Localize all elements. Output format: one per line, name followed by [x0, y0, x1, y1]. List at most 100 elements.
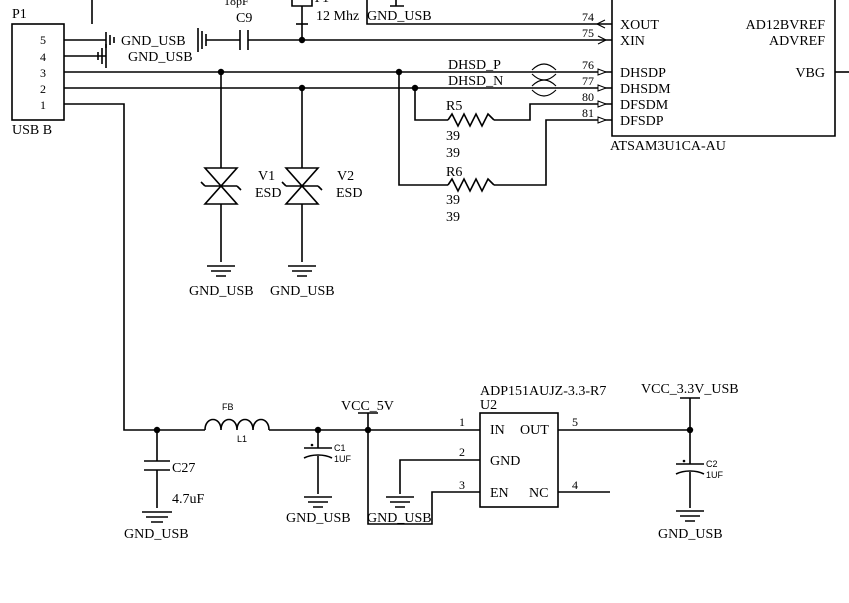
c27-ref: C27 — [172, 461, 195, 476]
crystal-y1: Y1 12 Mhz — [291, 0, 359, 40]
wire-en — [367, 430, 480, 525]
wire-xout — [366, 0, 580, 25]
r5-value2: 39 — [446, 146, 460, 161]
gnd-symbol-pin5 — [105, 32, 115, 48]
connector-pin-1: 1 — [40, 98, 46, 112]
net-label-dhsd-n: DHSD_N — [448, 74, 503, 89]
vcc5-label: VCC_5V — [341, 399, 394, 414]
pin-name-vbg: VBG — [795, 66, 825, 81]
pin-arrow-80 — [597, 100, 608, 108]
u2-pin-num-2: 2 — [459, 445, 465, 459]
tvs-diode-v1: V1 ESD GND_USB — [189, 72, 281, 299]
vcc33-net: VCC_3.3V_USB — [641, 382, 739, 430]
c27-value: 4.7uF — [172, 492, 205, 507]
l1-ref: L1 — [237, 434, 247, 444]
pin-num-81: 81 — [582, 106, 594, 120]
regulator-u2: ADP151AUJZ-3.3-R7 U2 1 IN 2 GND 3 EN 5 O… — [459, 384, 606, 508]
u2-pin-num-1: 1 — [459, 415, 465, 429]
pin-name-ad12bvref: AD12BVREF — [746, 18, 826, 33]
crystal-freq: 12 Mhz — [316, 9, 359, 24]
u2-pin-num-4: 4 — [572, 478, 578, 492]
tvs-diode-v2: V2 ESD GND_USB — [270, 88, 362, 299]
u2-pin-out: OUT — [520, 423, 549, 438]
v1-type: ESD — [255, 186, 281, 201]
capacitor-c1: C1 1UF GND_USB — [286, 430, 352, 526]
c2-value: 1UF — [706, 470, 724, 480]
c2-ref: C2 — [706, 459, 718, 469]
gnd-label-c1: GND_USB — [286, 511, 351, 526]
gnd-symbol-reg — [386, 496, 414, 508]
pin-num-77: 77 — [582, 74, 594, 88]
connector-pin-2: 2 — [40, 82, 46, 96]
u2-ref: U2 — [480, 398, 497, 413]
pin-name-dfsdp: DFSDP — [620, 114, 664, 129]
pin-num-76: 76 — [582, 58, 594, 72]
gnd-label-reg: GND_USB — [367, 511, 432, 526]
c1-value: 1UF — [334, 454, 352, 464]
pin-arrow-76 — [597, 68, 608, 76]
connector-body — [11, 23, 65, 121]
pin-arrow-74 — [595, 19, 606, 29]
gnd-label-c2: GND_USB — [658, 527, 723, 542]
r5-ref: R5 — [446, 99, 462, 114]
c9-ref: C9 — [236, 11, 252, 26]
u2-pin-nc: NC — [529, 486, 548, 501]
connector-ref: P1 — [12, 7, 27, 22]
usb-connector-p1: P1 5 4 3 2 1 USB B — [11, 7, 65, 138]
wire-reg-gnd — [399, 459, 480, 494]
pin-name-advref: ADVREF — [769, 34, 825, 49]
net-label-dhsd-p: DHSD_P — [448, 58, 501, 73]
l1-type: FB — [222, 402, 234, 412]
u2-pin-num-3: 3 — [459, 478, 465, 492]
pin-num-74: 74 — [582, 10, 594, 24]
u2-pin-gnd: GND — [490, 454, 520, 469]
ground-c9-left — [197, 28, 240, 52]
gnd-label-c9: GND_USB — [121, 34, 186, 49]
mcu-part: ATSAM3U1CA-AU — [610, 139, 726, 154]
connector-name: USB B — [12, 123, 52, 138]
pin-num-75: 75 — [582, 26, 594, 40]
ferrite-bead-l1: FB L1 — [204, 402, 480, 444]
r6-value2: 39 — [446, 210, 460, 225]
u2-pin-in: IN — [490, 423, 505, 438]
pin-name-dhsdm: DHSDM — [620, 82, 671, 97]
pin-name-dfsdm: DFSDM — [620, 98, 669, 113]
connector-pin-4: 4 — [40, 50, 46, 64]
pin-arrow-81 — [597, 116, 608, 124]
u2-pin-en: EN — [490, 486, 509, 501]
v2-ref: V2 — [337, 169, 354, 184]
u2-body — [479, 412, 559, 508]
c9-value: 18pF — [224, 0, 249, 8]
connector-pin-5: 5 — [40, 33, 46, 47]
vcc5-net: VCC_5V — [341, 399, 394, 430]
gnd-symbol-pin4 — [97, 44, 107, 68]
r6-value: 39 — [446, 193, 460, 208]
resistor-r6: R6 39 39 — [398, 72, 580, 225]
c1-ref: C1 — [334, 443, 346, 453]
r6-ref: R6 — [446, 165, 462, 180]
vcc33-label: VCC_3.3V_USB — [641, 382, 739, 397]
pin-name-dhsdp: DHSDP — [620, 66, 666, 81]
u2-pin-num-5: 5 — [572, 415, 578, 429]
gnd-label-pin4: GND_USB — [128, 50, 193, 65]
capacitor-c27: C27 4.7uF GND_USB — [124, 430, 205, 542]
mcu-body — [611, 0, 836, 137]
wire-pin1-vbus — [64, 103, 205, 431]
capacitor-c2: C2 1UF GND_USB — [658, 430, 724, 542]
v2-type: ESD — [336, 186, 362, 201]
gnd-top-stub — [390, 0, 404, 7]
pin-name-xin: XIN — [620, 34, 645, 49]
mcu-atsam3u: ATSAM3U1CA-AU 74 XOUT 75 XIN 76 DHSDP 77… — [580, 0, 849, 154]
pin-name-xout: XOUT — [620, 18, 659, 33]
v1-ref: V1 — [258, 169, 275, 184]
gnd-label-top: GND_USB — [367, 9, 432, 24]
capacitor-c9: C9 18pF — [224, 0, 580, 50]
crystal-ref: Y1 — [312, 0, 329, 6]
connector-pin-3: 3 — [40, 66, 46, 80]
pin-arrow-75 — [597, 35, 608, 45]
gnd-label-c27: GND_USB — [124, 527, 189, 542]
twisted-pair-marker — [531, 63, 557, 97]
gnd-label-v1: GND_USB — [189, 284, 254, 299]
pin-arrow-77 — [597, 84, 608, 92]
